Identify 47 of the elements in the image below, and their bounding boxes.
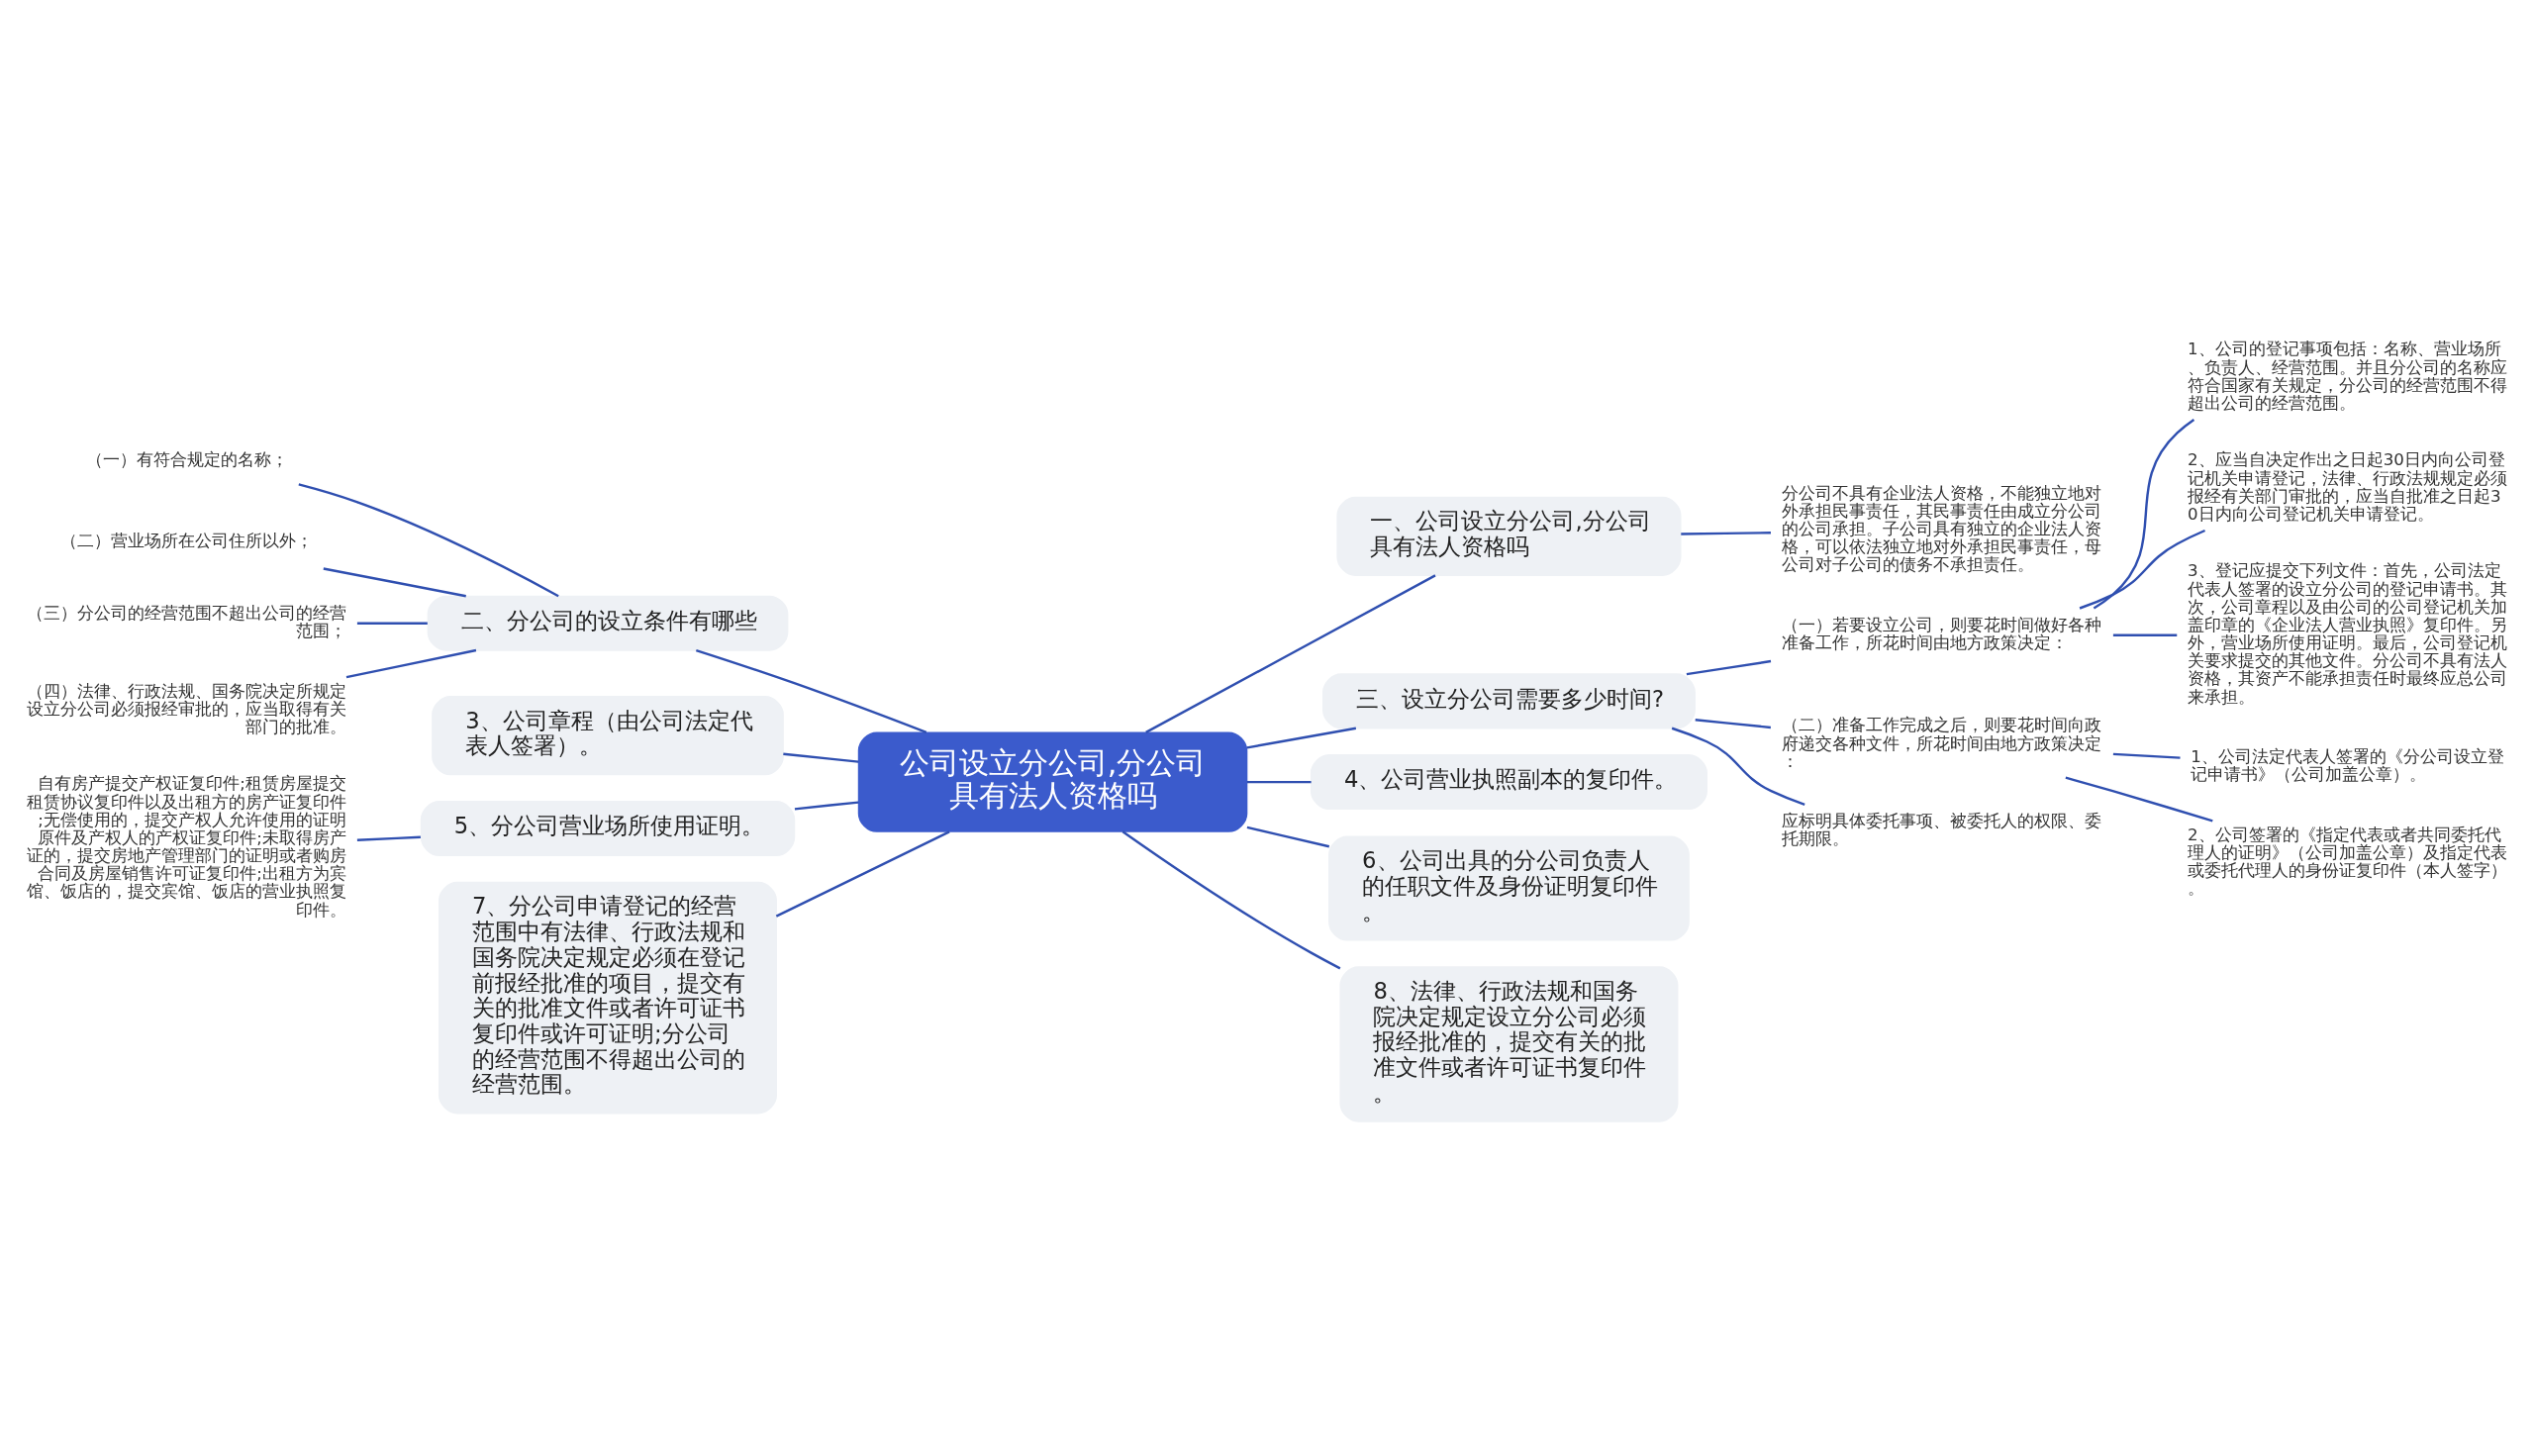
node-text: 2、公司签署的《指定代表或者共同委托代理人的证明》（公司加盖公章）及指定代表或委托代理人的身份证复印件（本人签字）。 [2188, 825, 2508, 898]
node-box: 8、法律、行政法规和国务院决定规定设立分公司必须报经批准的，提交有关的批准文件或者许可证书复印件。 [1339, 965, 1679, 1122]
connector [2112, 633, 2178, 636]
connector [2093, 418, 2195, 609]
connector [1246, 780, 1312, 783]
connector [775, 829, 950, 918]
connector [2112, 752, 2181, 759]
node-text: （一）有符合规定的名称； [85, 449, 288, 469]
node-box: 6、公司出具的分公司负责人的任职文件及身份证明复印件。 [1328, 835, 1690, 941]
connector [1145, 573, 1436, 733]
node-box: 5、分公司营业场所使用证明。 [420, 800, 796, 856]
node-text: 应标明具体委托事项、被委托人的权限、委托期限。 [1781, 811, 2101, 848]
connector [2065, 776, 2213, 823]
node-text: （四）法律、行政法规、国务院决定所规定设立分公司必须报经审批的，应当取得有关部门的批准。 [26, 681, 346, 736]
node-box: 三、设立分公司需要多少时间? [1322, 672, 1696, 728]
node-box: 7、分公司申请登记的经营范围中有法律、行政法规和国务院决定规定必须在登记前报经批准的项目，提交有关的批准文件或者许可证书复印件或许可证明;分公司的经营范围不得超出公司的经营范围。 [438, 881, 778, 1114]
node-box: 一、公司设立分公司,分公司具有法人资格吗 [1336, 496, 1682, 576]
node-text: （三）分公司的经营范围不超出公司的经营范围； [26, 603, 346, 640]
connector [345, 648, 477, 678]
node-text: 2、应当自决定作出之日起30日内向公司登记机关申请登记，法律、行政法规规定必须报经有关部门审批的，应当自批准之日起30日内向公司登记机关申请登记。 [2188, 449, 2508, 524]
connector [1681, 531, 1771, 535]
node-text: 3、登记应提交下列文件：首先，公司法定代表人签署的设立分公司的登记申请书。其次，公司章程以及由公司的公司登记机关加盖印章的《企业法人营业执照》复印件。另外，营业场所使用证明。最后，公司登记机关要求提交的其他文件。分公司不具有法人资格，其资产不能承担责任时最终应总公司来承担。 [2188, 560, 2508, 707]
node-box: 二、分公司的设立条件有哪些 [427, 595, 789, 651]
node-box: 3、公司章程（由公司法定代表人签署）。 [432, 695, 784, 775]
connector [1695, 718, 1771, 728]
connector [695, 648, 927, 733]
node-text: 1、公司的登记事项包括：名称、营业场所、负责人、经营范围。并且分公司的名称应符合国家有关规定，分公司的经营范围不得超出公司的经营范围。 [2188, 339, 2508, 413]
node-text: 1、公司法定代表人签署的《分公司设立登记申请书》（公司加盖公章）。 [2191, 746, 2504, 784]
node-text: 分公司不具有企业法人资格，不能独立地对外承担民事责任，其民事责任由成立分公司的公司承担。子公司具有独立的企业法人资格，可以依法独立地对外承担民事责任，母公司对子公司的债务不承担责任。 [1781, 483, 2101, 574]
connector [298, 482, 559, 597]
connector [356, 621, 428, 625]
connector [1246, 727, 1357, 749]
connector [1671, 727, 1805, 806]
connector [1246, 825, 1330, 847]
node-box: 4、公司营业执照副本的复印件。 [1310, 753, 1707, 810]
node-text: （一）若要设立公司，则要花时间做好各种准备工作，所花时间由地方政策决定： [1781, 615, 2101, 652]
connector [2079, 529, 2206, 610]
connector [323, 566, 466, 597]
connector [1121, 829, 1341, 969]
node-text: 自有房产提交产权证复印件;租赁房屋提交租赁协议复印件以及出租方的房产证复印件;无偿使用的，提交产权人允许使用的证明原件及产权人的产权证复印件;未取得房产证的，提交房地产管理部门的证明或者购房合同及房屋销售许可证复印件;出租方为宾馆、饭店的，提交宾馆、饭店的营业执照复印件。 [26, 773, 346, 920]
connector [794, 800, 859, 811]
connector [783, 751, 859, 763]
connector [1686, 659, 1772, 675]
node-text: （二）营业场所在公司住所以外； [59, 531, 313, 550]
node-box: 公司设立分公司,分公司具有法人资格吗 [857, 730, 1248, 832]
node-text: （二）准备工作完成之后，则要花时间向政府递交各种文件，所花时间由地方政策决定： [1781, 715, 2101, 771]
connector [356, 835, 421, 841]
